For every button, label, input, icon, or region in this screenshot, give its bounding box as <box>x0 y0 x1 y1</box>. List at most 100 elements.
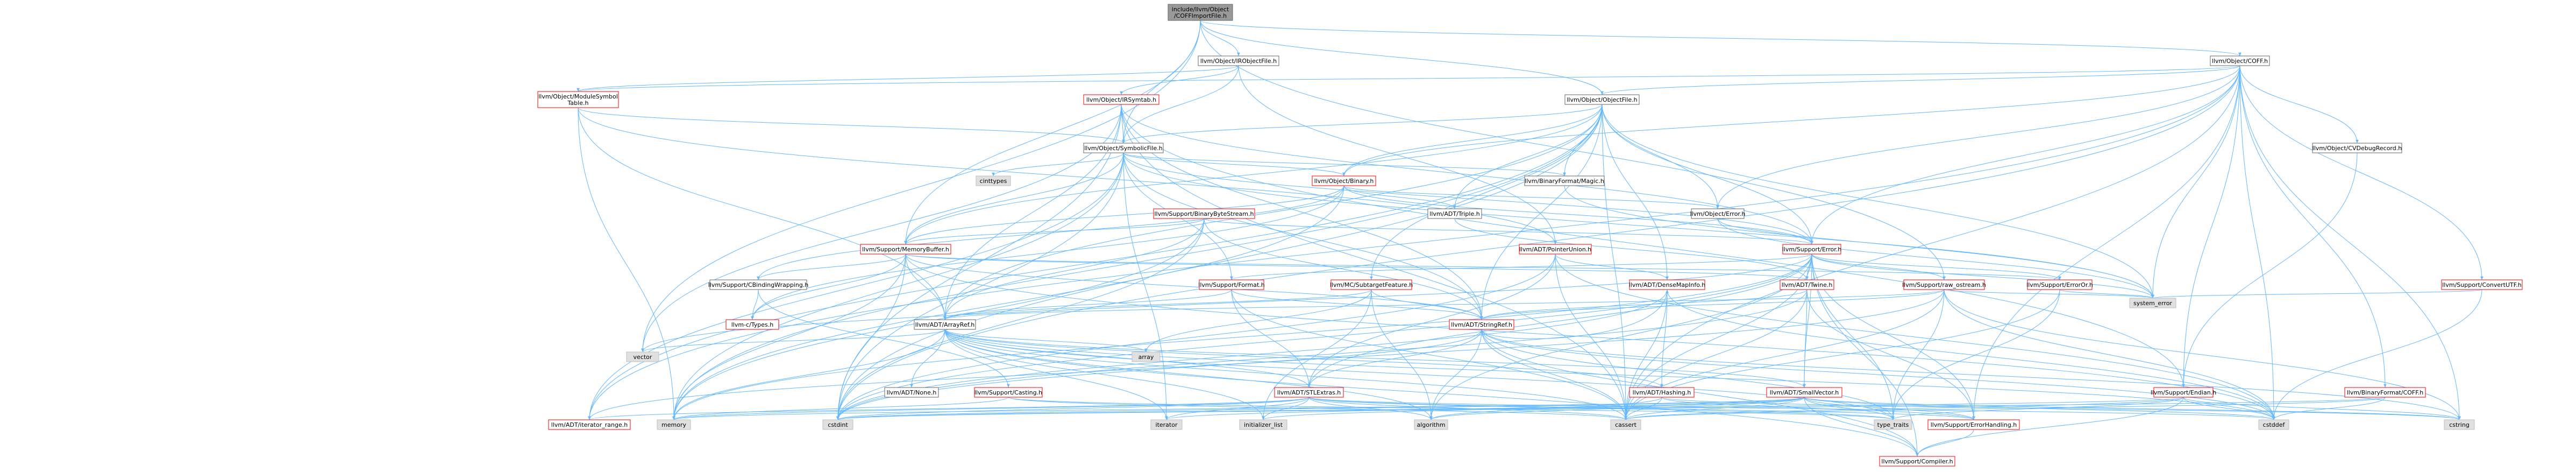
node-ctypes[interactable]: llvm-c/Types.h <box>725 319 779 330</box>
node-label: llvm/Object/IRSymtab.h <box>1086 96 1156 103</box>
edge-root-to-irobjectfile <box>1200 20 1240 57</box>
node-iteratorrange[interactable]: llvm/ADT/iterator_range.h <box>548 419 631 430</box>
node-label: type_traits <box>1877 421 1909 428</box>
node-twine[interactable]: llvm/ADT/Twine.h <box>1780 279 1834 290</box>
edge-stlextras-to-initializerlist <box>1262 397 1310 420</box>
edge-modulesymboltable-to-symbolicfile <box>578 107 1125 144</box>
edge-root-to-coff <box>1200 20 2241 57</box>
node-label: llvm/BinaryFormat/COFF.h <box>2347 389 2424 396</box>
node-box <box>1198 55 1279 66</box>
node-cstdint: cstdint <box>822 419 853 430</box>
node-box <box>860 244 951 255</box>
node-magic[interactable]: llvm/BinaryFormat/Magic.h <box>1524 175 1605 186</box>
node-arrayref[interactable]: llvm/ADT/ArrayRef.h <box>914 319 976 330</box>
node-label: Table.h <box>567 100 589 107</box>
edge-subtargetfeature-to-algorithm <box>1371 289 1433 420</box>
node-densemapinfo[interactable]: llvm/ADT/DenseMapInfo.h <box>1629 279 1706 290</box>
node-box <box>626 351 659 362</box>
node-erroror[interactable]: llvm/Support/ErrorOr.h <box>2026 279 2093 290</box>
node-label: vector <box>634 354 652 361</box>
node-label: llvm/Support/ConvertUTF.h <box>2442 281 2522 288</box>
node-cbindingwrapping[interactable]: llvm/Support/CBindingWrapping.h <box>708 279 809 290</box>
node-binarybytestream[interactable]: llvm/Support/BinaryByteStream.h <box>1153 208 1255 219</box>
edge-memorybuffer-to-cstddef <box>905 253 2275 420</box>
node-bfcoff[interactable]: llvm/BinaryFormat/COFF.h <box>2344 387 2426 398</box>
node-box <box>1132 351 1161 362</box>
node-convertutf[interactable]: llvm/Support/ConvertUTF.h <box>2441 279 2523 290</box>
node-box <box>537 91 619 108</box>
edge-endian-to-typetraits <box>1891 397 2184 420</box>
node-compiler[interactable]: llvm/Support/Compiler.h <box>1879 456 1955 467</box>
node-typetraits: type_traits <box>1874 419 1912 430</box>
node-label: llvm/ADT/Triple.h <box>1429 210 1479 217</box>
edge-binarybytestream-to-supporterror <box>1204 218 1813 245</box>
edge-pointerunion-to-stlextras <box>1307 253 1556 388</box>
node-memorybuffer[interactable]: llvm/Support/MemoryBuffer.h <box>860 244 951 255</box>
node-hashing[interactable]: llvm/ADT/Hashing.h <box>1629 387 1695 398</box>
node-casting[interactable]: llvm/Support/Casting.h <box>974 387 1043 398</box>
edge-coff-to-cstdint <box>836 65 2240 420</box>
node-coff[interactable]: llvm/Object/COFF.h <box>2210 55 2270 66</box>
edge-smallvector-to-compiler <box>1804 397 1919 457</box>
node-cvdebugrecord[interactable]: llvm/Object/CVDebugRecord.h <box>2312 143 2402 153</box>
node-box <box>1312 175 1376 186</box>
node-label: llvm/Support/Casting.h <box>974 389 1042 396</box>
node-box <box>2129 298 2176 308</box>
edge-arrayref-to-compiler <box>944 329 1919 457</box>
node-objecterror[interactable]: llvm/Object/Error.h <box>1690 208 1746 219</box>
edge-coff-to-modulesymboltable <box>577 65 2240 92</box>
edge-supportformat-to-arrayref <box>943 289 1232 320</box>
node-memory: memory <box>657 419 691 430</box>
edge-arrayref-to-typetraits <box>944 329 1895 420</box>
edge-coff-to-cassert <box>1624 65 2240 420</box>
edge-symbolicfile-to-cstdint <box>836 152 1124 420</box>
node-supporterror[interactable]: llvm/Support/Error.h <box>1782 244 1842 255</box>
node-box <box>709 279 807 290</box>
node-label: llvm/Support/Error.h <box>1782 246 1842 253</box>
edge-symbolicfile-to-iterator <box>1123 152 1168 420</box>
node-irobjectfile[interactable]: llvm/Object/IRObjectFile.h <box>1198 55 1279 66</box>
node-stlextras[interactable]: llvm/ADT/STLExtras.h <box>1274 387 1344 398</box>
node-supportformat[interactable]: llvm/Support/Format.h <box>1198 279 1265 290</box>
node-errorhandling[interactable]: llvm/Support/ErrorHandling.h <box>1927 419 2020 430</box>
edge-stlextras-to-cstdint <box>836 397 1310 420</box>
edge-coff-to-errorhandling <box>1972 65 2240 420</box>
node-objectfile[interactable]: llvm/Object/ObjectFile.h <box>1564 94 1640 105</box>
node-label: llvm/ADT/SmallVector.h <box>1770 389 1839 396</box>
edge-subtargetfeature-to-stringref <box>1371 289 1483 320</box>
edge-cbindingwrapping-to-casting <box>758 289 1010 388</box>
node-triple[interactable]: llvm/ADT/Triple.h <box>1427 208 1482 219</box>
node-irsymtab[interactable]: llvm/Object/IRSymtab.h <box>1083 94 1159 105</box>
edge-coff-to-convertutf <box>2239 65 2484 280</box>
node-smallvector[interactable]: llvm/ADT/SmallVector.h <box>1766 387 1842 398</box>
edge-erroror-to-cassert <box>1624 289 2060 420</box>
edge-coff-to-objecterror <box>1716 65 2240 209</box>
edge-arrayref-to-iterator <box>944 329 1168 420</box>
node-pointerunion[interactable]: llvm/ADT/PointerUnion.h <box>1519 244 1592 255</box>
edge-symbolicfile-to-memory <box>672 152 1124 420</box>
edge-magic-to-systemerror <box>1564 185 2154 299</box>
node-rawostream[interactable]: llvm/Support/raw_ostream.h <box>1902 279 1986 290</box>
node-endian[interactable]: llvm/Support/Endian.h <box>2151 387 2216 398</box>
node-layer: include/llvm/Object/COFFImportFile.h llvm… <box>537 4 2523 467</box>
node-stringref[interactable]: llvm/ADT/StringRef.h <box>1449 319 1514 330</box>
edge-endian-to-cstring <box>2183 397 2461 420</box>
edge-erroror-to-typetraits <box>1891 289 2060 420</box>
edge-objectfile-to-symbolicfile <box>1122 104 1603 144</box>
node-box <box>1519 244 1592 255</box>
node-box <box>976 175 1011 186</box>
node-symbolicfile[interactable]: llvm/Object/SymbolicFile.h <box>1083 143 1164 153</box>
edge-arrayref-to-algorithm <box>944 329 1433 420</box>
node-label: llvm/Object/ObjectFile.h <box>1567 96 1637 103</box>
edge-stlextras-to-cassert <box>1308 397 1627 420</box>
node-root[interactable]: include/llvm/Object/COFFImportFile.h <box>1168 4 1233 21</box>
node-label: llvm/Support/MemoryBuffer.h <box>862 246 949 253</box>
node-adtnone[interactable]: llvm/ADT/None.h <box>884 387 939 398</box>
edge-coff-to-cstring <box>2239 65 2461 420</box>
edge-stlextras-to-iteratorrange <box>588 397 1310 420</box>
node-subtargetfeature[interactable]: llvm/MC/SubtargetFeature.h <box>1330 279 1413 290</box>
edge-smallvector-to-cstring <box>1804 397 2461 420</box>
node-binary[interactable]: llvm/Object/Binary.h <box>1312 175 1376 186</box>
edge-coff-to-supporterror <box>1810 65 2240 245</box>
